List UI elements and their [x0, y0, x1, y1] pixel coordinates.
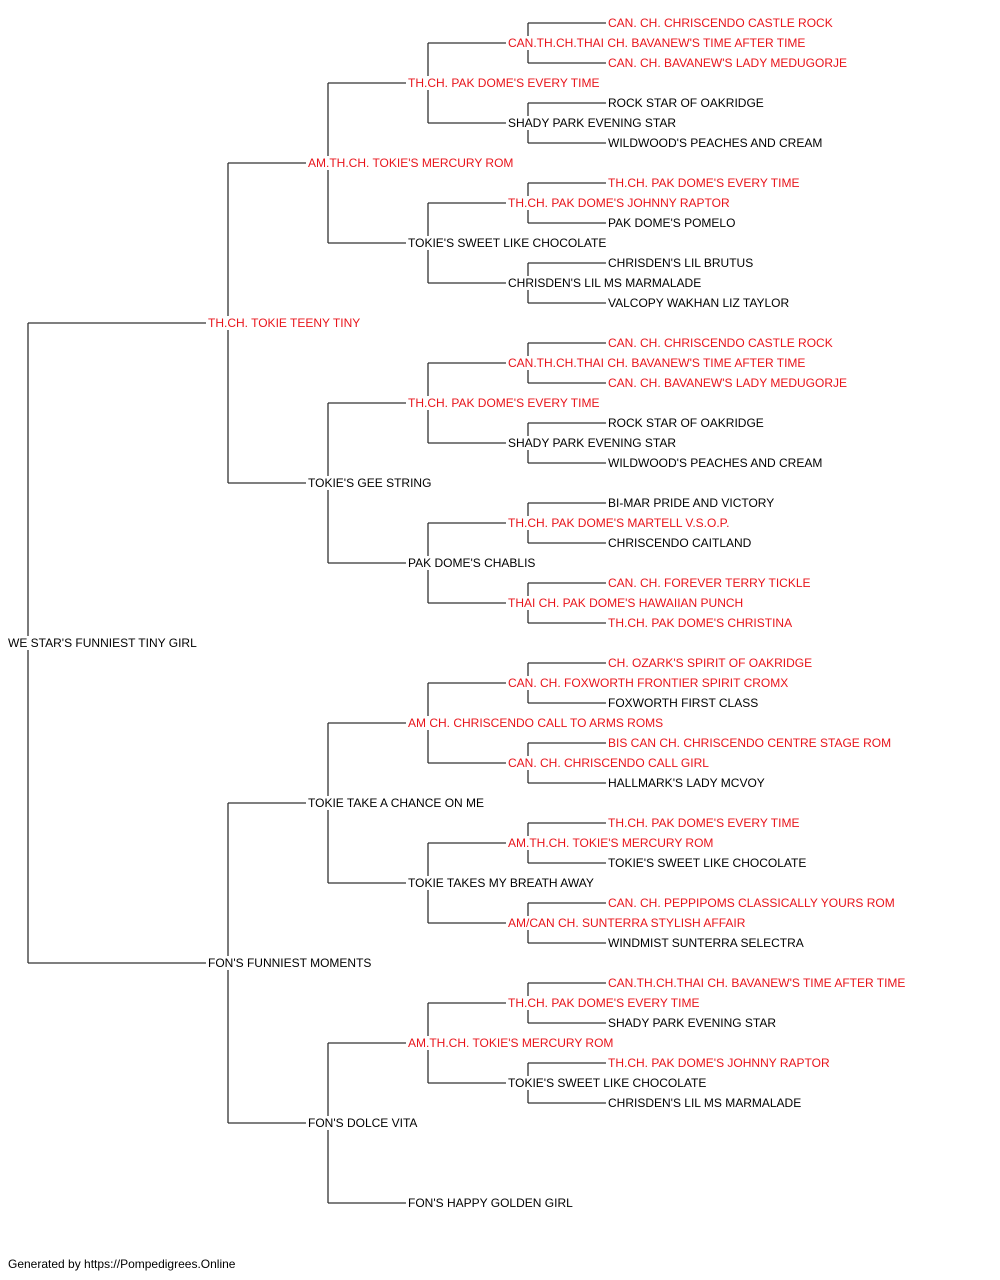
ancestor-name: CAN. CH. BAVANEW'S LADY MEDUGORJE: [608, 56, 849, 70]
ancestor-name: TH.CH. PAK DOME'S EVERY TIME: [408, 76, 602, 90]
ancestor-name: CAN. CH. CHRISCENDO CASTLE ROCK: [608, 16, 835, 30]
ancestor-name: TOKIE TAKES MY BREATH AWAY: [408, 876, 596, 890]
ancestor-name: FON'S HAPPY GOLDEN GIRL: [408, 1196, 575, 1210]
ancestor-name: TH.CH. PAK DOME'S MARTELL V.S.O.P.: [508, 516, 732, 530]
ancestor-name: CHRISCENDO CAITLAND: [608, 536, 754, 550]
ancestor-name: WILDWOOD'S PEACHES AND CREAM: [608, 456, 825, 470]
ancestor-name: PAK DOME'S POMELO: [608, 216, 738, 230]
ancestor-name: TH.CH. PAK DOME'S EVERY TIME: [608, 816, 802, 830]
ancestor-name: CAN. CH. FOREVER TERRY TICKLE: [608, 576, 813, 590]
ancestor-name: CAN.TH.CH.THAI CH. BAVANEW'S TIME AFTER …: [608, 976, 908, 990]
ancestor-name: TOKIE'S GEE STRING: [308, 476, 434, 490]
ancestor-name: CH. OZARK'S SPIRIT OF OAKRIDGE: [608, 656, 815, 670]
ancestor-name: AM.TH.CH. TOKIE'S MERCURY ROM: [308, 156, 516, 170]
ancestor-name: AM.TH.CH. TOKIE'S MERCURY ROM: [408, 1036, 616, 1050]
ancestor-name: FOXWORTH FIRST CLASS: [608, 696, 761, 710]
generator-credit: Generated by https://Pompedigrees.Online: [8, 1257, 236, 1271]
ancestor-name: CHRISDEN'S LIL MS MARMALADE: [608, 1096, 804, 1110]
ancestor-name: CHRISDEN'S LIL BRUTUS: [608, 256, 756, 270]
ancestor-name: CAN. CH. BAVANEW'S LADY MEDUGORJE: [608, 376, 849, 390]
ancestor-name: TH.CH. PAK DOME'S JOHNNY RAPTOR: [608, 1056, 832, 1070]
ancestor-name: VALCOPY WAKHAN LIZ TAYLOR: [608, 296, 792, 310]
ancestor-name: SHADY PARK EVENING STAR: [508, 436, 679, 450]
ancestor-name: CAN.TH.CH.THAI CH. BAVANEW'S TIME AFTER …: [508, 356, 808, 370]
ancestor-name: ROCK STAR OF OAKRIDGE: [608, 96, 766, 110]
ancestor-name: WILDWOOD'S PEACHES AND CREAM: [608, 136, 825, 150]
ancestor-name: HALLMARK'S LADY MCVOY: [608, 776, 767, 790]
ancestor-name: SHADY PARK EVENING STAR: [608, 1016, 779, 1030]
ancestor-name: TOKIE'S SWEET LIKE CHOCOLATE: [508, 1076, 709, 1090]
ancestor-name: CAN. CH. FOXWORTH FRONTIER SPIRIT CROMX: [508, 676, 791, 690]
ancestor-name: TH.CH. TOKIE TEENY TINY: [208, 316, 363, 330]
ancestor-name: TOKIE'S SWEET LIKE CHOCOLATE: [408, 236, 609, 250]
ancestor-name: CAN. CH. PEPPIPOMS CLASSICALLY YOURS ROM: [608, 896, 897, 910]
ancestor-name: CAN. CH. CHRISCENDO CASTLE ROCK: [608, 336, 835, 350]
ancestor-name: TH.CH. PAK DOME'S EVERY TIME: [508, 996, 702, 1010]
ancestor-name: TH.CH. PAK DOME'S EVERY TIME: [608, 176, 802, 190]
ancestor-name: CAN. CH. CHRISCENDO CALL GIRL: [508, 756, 711, 770]
ancestor-name: AM.TH.CH. TOKIE'S MERCURY ROM: [508, 836, 716, 850]
ancestor-name: FON'S DOLCE VITA: [308, 1116, 420, 1130]
ancestor-name: TH.CH. PAK DOME'S JOHNNY RAPTOR: [508, 196, 732, 210]
ancestor-name: ROCK STAR OF OAKRIDGE: [608, 416, 766, 430]
ancestor-name: TOKIE'S SWEET LIKE CHOCOLATE: [608, 856, 809, 870]
subject-dog-name: WE STAR'S FUNNIEST TINY GIRL: [8, 636, 199, 650]
ancestor-name: CAN.TH.CH.THAI CH. BAVANEW'S TIME AFTER …: [508, 36, 808, 50]
ancestor-name: AM/CAN CH. SUNTERRA STYLISH AFFAIR: [508, 916, 748, 930]
ancestor-name: FON'S FUNNIEST MOMENTS: [208, 956, 374, 970]
ancestor-name: TH.CH. PAK DOME'S CHRISTINA: [608, 616, 795, 630]
ancestor-name: BIS CAN CH. CHRISCENDO CENTRE STAGE ROM: [608, 736, 894, 750]
ancestor-name: AM CH. CHRISCENDO CALL TO ARMS ROMS: [408, 716, 666, 730]
ancestor-name: BI-MAR PRIDE AND VICTORY: [608, 496, 777, 510]
ancestor-name: PAK DOME'S CHABLIS: [408, 556, 538, 570]
ancestor-name: WINDMIST SUNTERRA SELECTRA: [608, 936, 806, 950]
ancestor-name: TOKIE TAKE A CHANCE ON ME: [308, 796, 487, 810]
ancestor-name: SHADY PARK EVENING STAR: [508, 116, 679, 130]
ancestor-name: THAI CH. PAK DOME'S HAWAIIAN PUNCH: [508, 596, 746, 610]
ancestor-name: CHRISDEN'S LIL MS MARMALADE: [508, 276, 704, 290]
ancestor-name: TH.CH. PAK DOME'S EVERY TIME: [408, 396, 602, 410]
